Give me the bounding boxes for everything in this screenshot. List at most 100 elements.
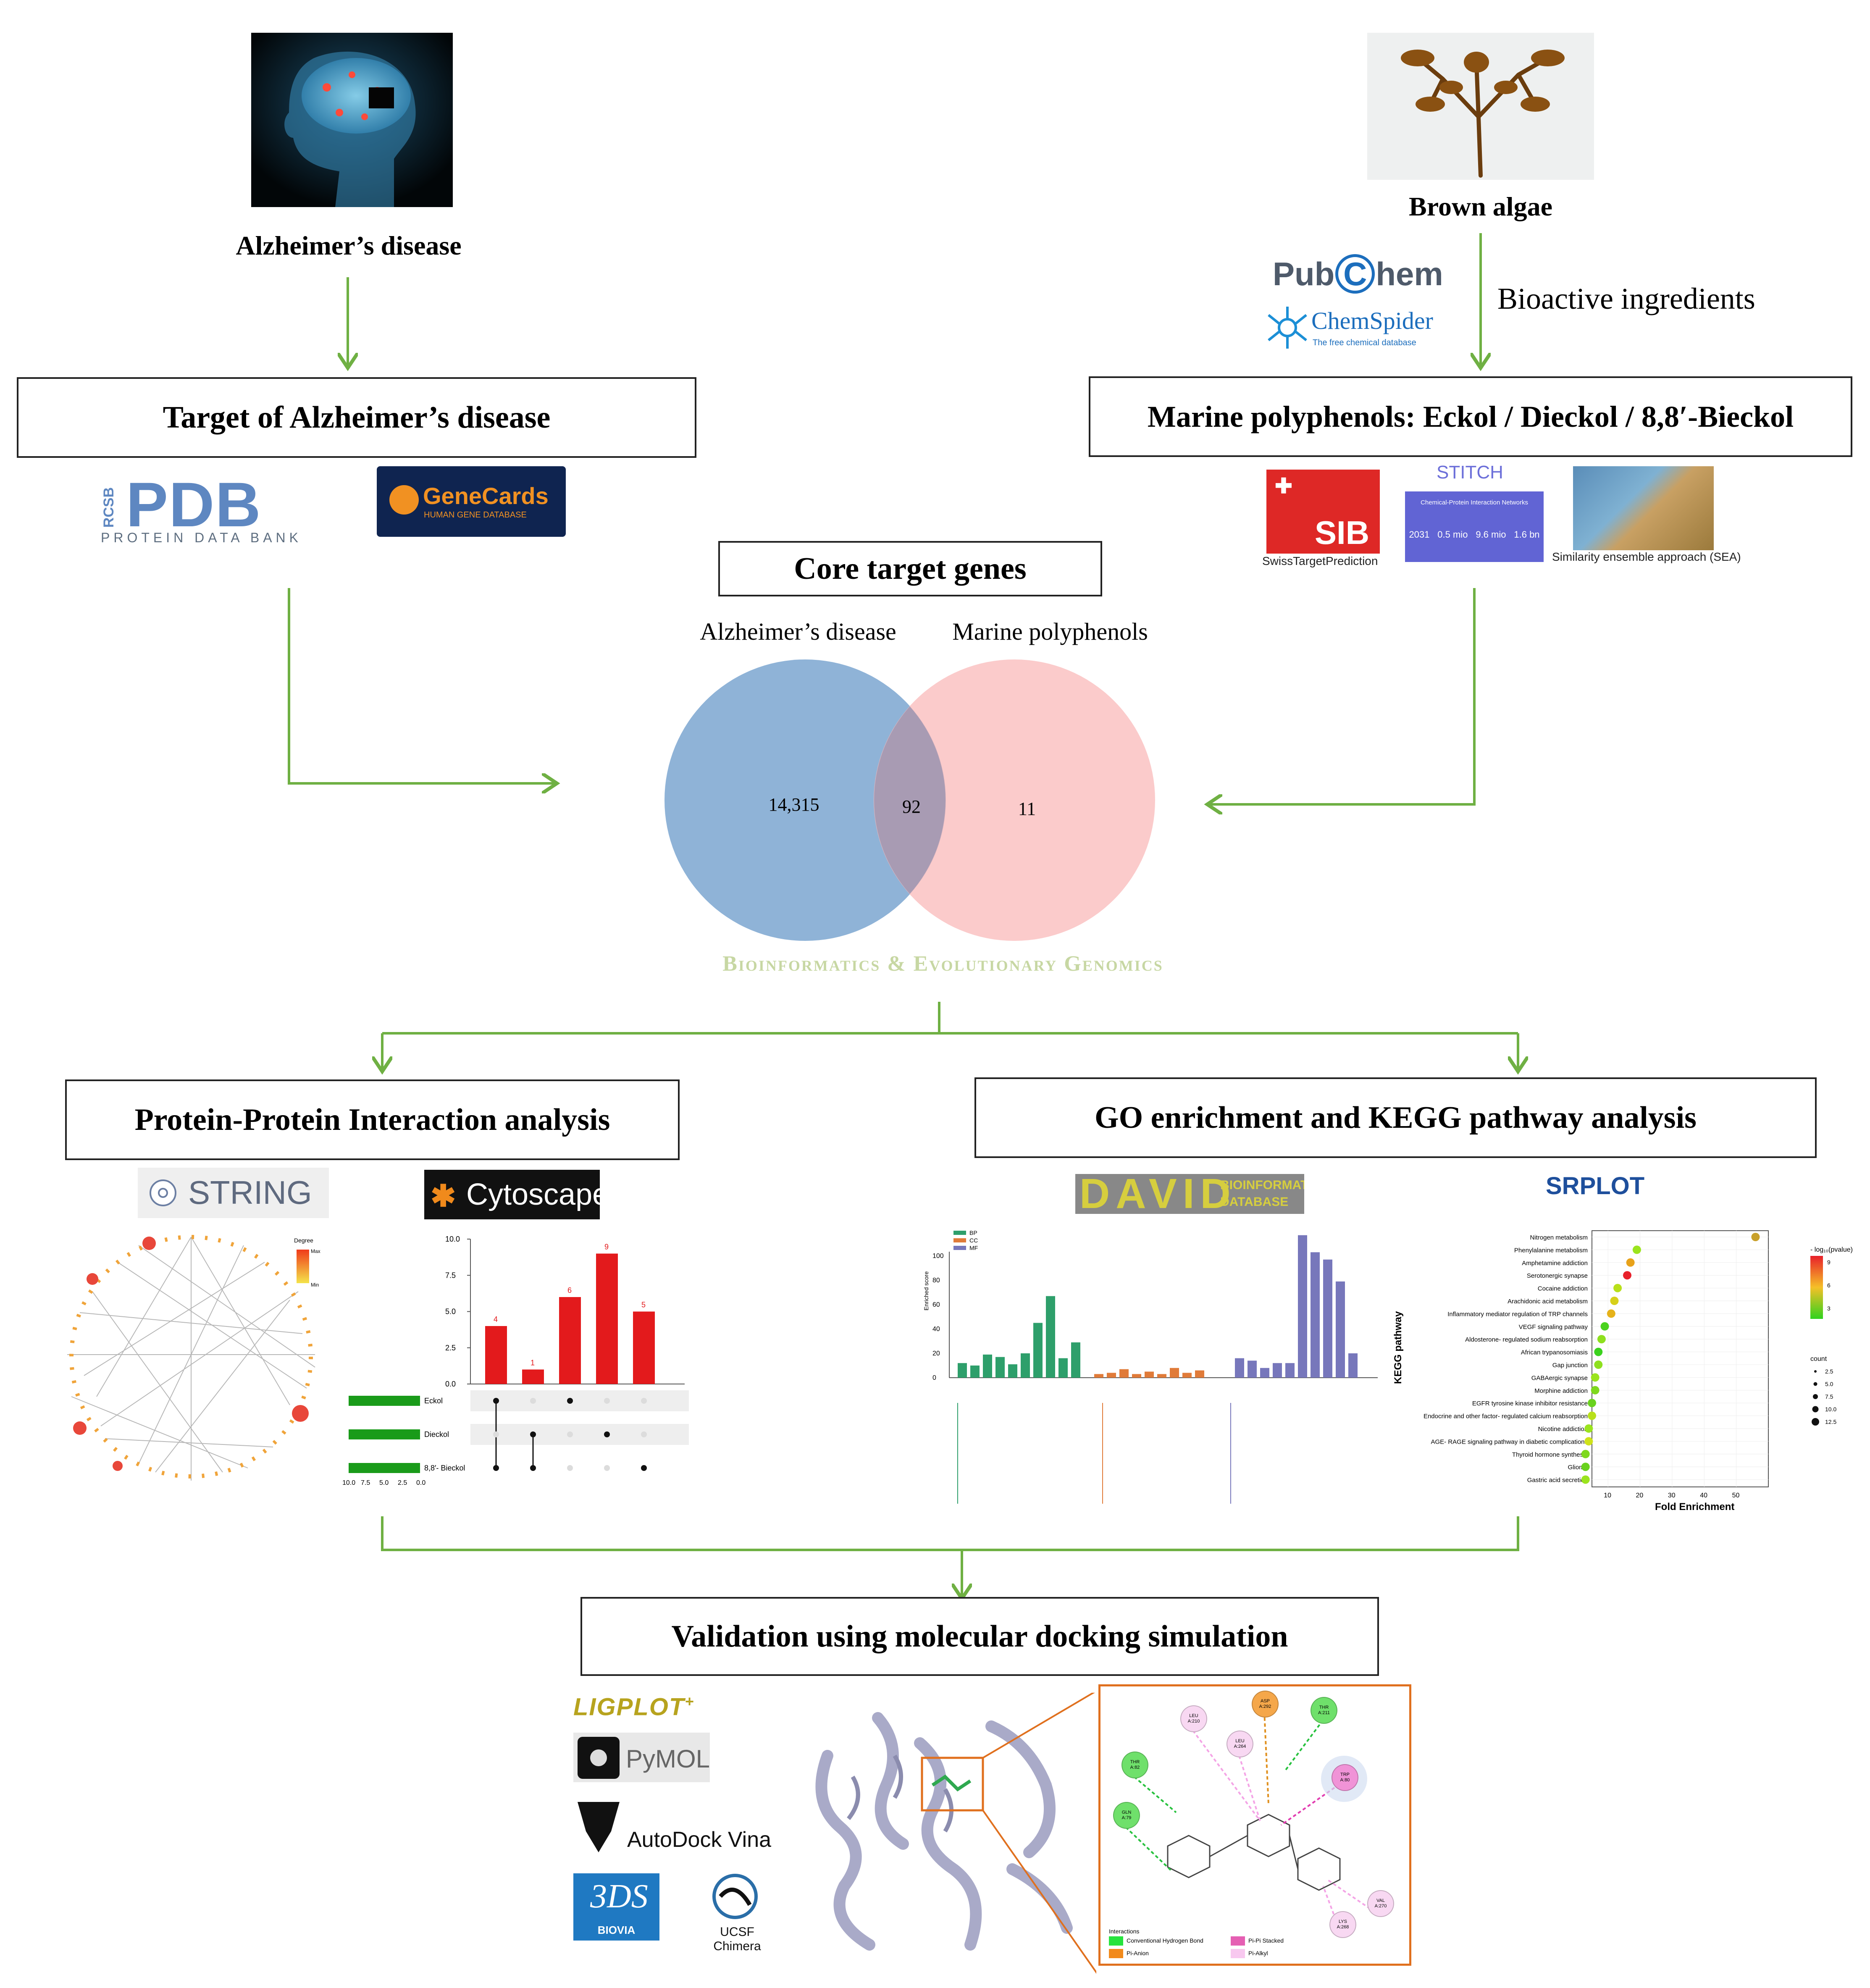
go-bar <box>1336 1281 1345 1378</box>
venn-right-count: 11 <box>1018 798 1036 819</box>
kegg-dot <box>1607 1309 1615 1318</box>
kegg-dot <box>1594 1347 1603 1356</box>
kegg-count-value: 5.0 <box>1825 1381 1833 1387</box>
go-bar <box>995 1357 1005 1378</box>
upset-bar-label: 9 <box>604 1243 609 1251</box>
degree-legend-min: Min <box>311 1282 319 1288</box>
go-legend-label: BP <box>969 1229 977 1236</box>
upset-matrix-dot <box>567 1431 573 1437</box>
kegg-dot <box>1594 1360 1603 1369</box>
degree-legend-title: Degree <box>294 1237 313 1244</box>
upset-matrix-dot <box>567 1398 573 1404</box>
kegg-pathway-label: Gastric acid secretion <box>1527 1477 1588 1484</box>
upset-bar-label: 4 <box>494 1315 498 1324</box>
arrow-target-to-venn <box>288 588 554 783</box>
venn-circle-alzheimer <box>664 659 946 941</box>
go-bar <box>1323 1259 1332 1378</box>
go-bar <box>1119 1369 1129 1378</box>
upset-matrix-dot <box>641 1465 647 1471</box>
go-bar <box>1046 1296 1055 1378</box>
kegg-pathway-label: AGE- RAGE signaling pathway in diabetic … <box>1431 1438 1588 1445</box>
go-bar <box>1260 1368 1269 1378</box>
kegg-pathway-label: Endocrine and other factor- regulated ca… <box>1424 1413 1588 1420</box>
core-target-genes-box: Core target genes <box>718 541 1102 596</box>
docking-validation-box: Validation using molecular docking simul… <box>580 1597 1379 1676</box>
upset-matrix-dot <box>604 1431 610 1437</box>
arrow-to-docking <box>381 1516 1519 1596</box>
swiss-target-label: SwissTargetPrediction <box>1262 554 1378 567</box>
upset-matrix-dot <box>641 1431 647 1437</box>
kegg-dot <box>1597 1335 1606 1344</box>
go-bar <box>1021 1353 1030 1378</box>
kegg-dot <box>1588 1411 1596 1420</box>
kegg-pathway-label: Serotonergic synapse <box>1527 1272 1588 1279</box>
go-legend-label: CC <box>969 1237 978 1244</box>
chemspider-logo: ChemSpider The free chemical database <box>1264 302 1441 353</box>
go-legend-label: MF <box>969 1245 978 1251</box>
kegg-count-dot <box>1812 1406 1819 1413</box>
upset-bar <box>522 1369 544 1384</box>
kegg-legend-value: 9 <box>1827 1259 1831 1266</box>
upset-matrix-dot <box>641 1398 647 1404</box>
string-logo: STRING <box>138 1168 329 1218</box>
ppi-analysis-box: Protein-Protein Interaction analysis <box>65 1079 680 1160</box>
kegg-count-value: 12.5 <box>1825 1418 1836 1425</box>
upset-bar-label: 5 <box>641 1301 646 1309</box>
kegg-dot <box>1581 1463 1590 1471</box>
venn-diagram <box>664 659 1155 941</box>
srplot-logo: SRPLOT <box>1546 1172 1645 1200</box>
legend-pi-anion: Pi-Anion <box>1127 1950 1149 1956</box>
kegg-dot <box>1610 1297 1619 1305</box>
go-bar <box>1285 1363 1295 1378</box>
dna-icon <box>389 485 419 515</box>
upset-set-label: 8,8′- Bieckol <box>424 1464 465 1472</box>
kegg-count-value: 10.0 <box>1825 1406 1836 1413</box>
kegg-pathway-label: Morphine addiction <box>1534 1387 1588 1394</box>
upset-matrix-dot <box>493 1431 499 1437</box>
spider-icon <box>1268 307 1307 349</box>
upset-bar-label: 1 <box>531 1359 535 1367</box>
go-bar <box>1248 1360 1257 1378</box>
go-bar <box>1008 1364 1017 1378</box>
arrow-split-line <box>382 1002 1518 1035</box>
kegg-dot <box>1613 1284 1622 1292</box>
kegg-pathway-label: Arachidonic acid metabolism <box>1508 1298 1588 1305</box>
kegg-count-dot <box>1813 1394 1818 1399</box>
autodock-logo: AutoDock Vina <box>573 1798 775 1857</box>
kegg-pathway-label: Amphetamine addiction <box>1522 1260 1588 1267</box>
kegg-pathway-label: Aldosterone- regulated sodium reabsorpti… <box>1465 1336 1588 1343</box>
alzheimer-label: Alzheimer’s disease <box>236 231 462 260</box>
kegg-dot <box>1600 1322 1609 1331</box>
david-logo: DAVID BIOINFORMATICS DATABASE <box>1075 1174 1304 1214</box>
upset-set-bar <box>349 1429 420 1439</box>
legend-pi-alkyl: Pi-Alkyl <box>1248 1950 1268 1956</box>
kegg-dot <box>1623 1271 1631 1280</box>
go-bar <box>1157 1374 1166 1378</box>
rcsb-pdb-logo: RCSB PDB PROTEIN DATA BANK <box>101 469 302 545</box>
upset-matrix-dot <box>604 1465 610 1471</box>
swiss-cross-icon: ✚ <box>1275 474 1292 498</box>
upset-y-tick: 0.0 <box>445 1380 456 1388</box>
biovia-logo: 3DS BIOVIA <box>573 1873 659 1941</box>
kegg-dot <box>1584 1424 1593 1433</box>
go-bar <box>1348 1353 1358 1378</box>
kegg-pathway-label: Cocaine addiction <box>1538 1285 1588 1292</box>
degree-legend-max: Max <box>311 1248 320 1254</box>
upset-set-bar <box>349 1396 420 1406</box>
protein-structure <box>815 1693 1096 1974</box>
go-y-tick: 40 <box>932 1326 940 1333</box>
go-bar <box>1170 1368 1179 1378</box>
upset-set-bar <box>349 1463 420 1473</box>
kegg-dot <box>1584 1437 1593 1446</box>
kegg-count-value: 7.5 <box>1825 1393 1833 1400</box>
go-bar <box>1132 1374 1141 1378</box>
kegg-dot <box>1626 1258 1635 1267</box>
go-y-tick: 100 <box>932 1253 944 1260</box>
arrow-marine-to-venn <box>1210 588 1476 804</box>
